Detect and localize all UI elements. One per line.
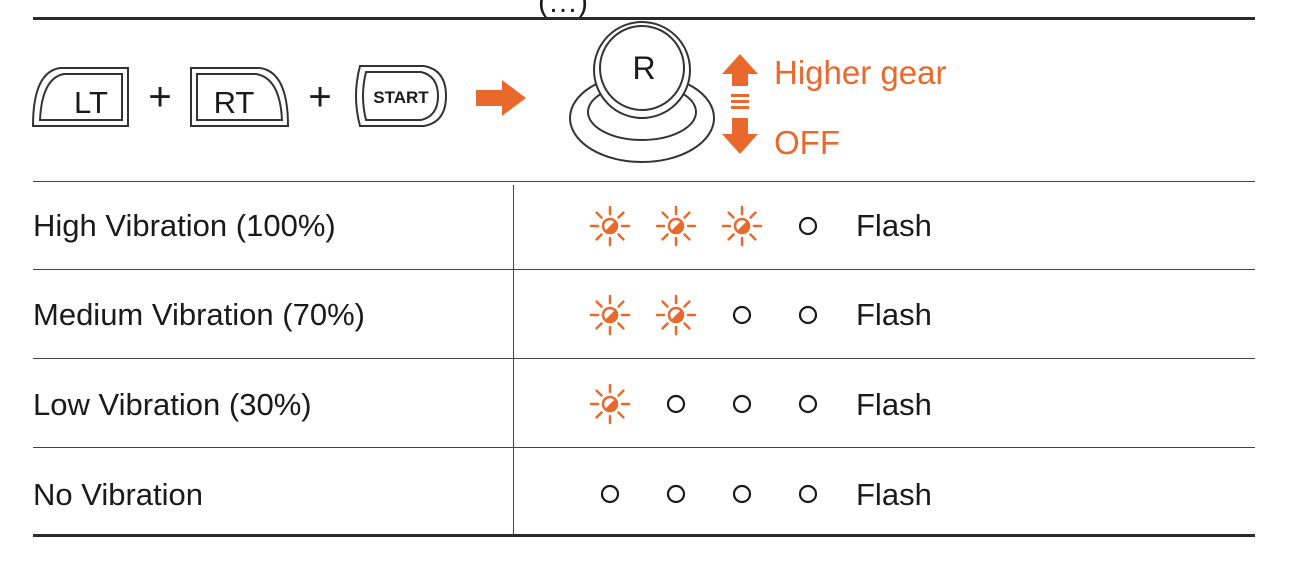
led-on-icon (589, 383, 631, 425)
led-on-icon (655, 294, 697, 336)
rt-button-icon: RT (190, 67, 290, 127)
row-divider-2 (33, 358, 1255, 359)
row-label: Low Vibration (30%) (33, 387, 312, 422)
row-state: Flash (856, 208, 932, 243)
clipped-header-text: (…) (538, 0, 588, 19)
top-rule (33, 17, 1255, 20)
lt-button-icon: LT (31, 67, 129, 127)
led-on-icon (589, 205, 631, 247)
led-off-icon (666, 484, 686, 504)
row-divider-3 (33, 447, 1255, 448)
row-label: No Vibration (33, 477, 204, 512)
rt-button-label: RT (214, 85, 255, 120)
led-off-icon (600, 484, 620, 504)
off-label: OFF (774, 124, 840, 161)
plus-sign-1: + (148, 75, 171, 119)
button-combo-illustration: LT + RT + START R (31, 21, 758, 163)
led-off-icon (798, 305, 818, 325)
right-arrow-icon (476, 80, 526, 116)
led-on-icon (589, 294, 631, 336)
stick-label: R (632, 50, 655, 86)
plus-sign-2: + (308, 75, 331, 119)
led-off-icon (798, 394, 818, 414)
start-button-label: START (373, 88, 429, 107)
led-off-icon (798, 216, 818, 236)
led-off-icon (666, 394, 686, 414)
higher-gear-label: Higher gear (774, 54, 947, 91)
row-label: Medium Vibration (70%) (33, 297, 365, 332)
table-bottom-rule (33, 534, 1255, 537)
column-divider (513, 185, 514, 535)
start-button-icon: START (355, 65, 448, 127)
led-off-icon (732, 305, 752, 325)
up-down-arrow-icon (722, 54, 758, 154)
led-on-icon (655, 205, 697, 247)
row-divider-1 (33, 269, 1255, 270)
table-top-rule (33, 181, 1255, 182)
row-label: High Vibration (100%) (33, 208, 336, 243)
led-off-icon (798, 484, 818, 504)
lt-button-label: LT (74, 85, 108, 120)
led-on-icon (721, 205, 763, 247)
row-state: Flash (856, 297, 932, 332)
row-state: Flash (856, 387, 932, 422)
row-state: Flash (856, 477, 932, 512)
led-off-icon (732, 394, 752, 414)
right-stick-icon: R (569, 21, 715, 163)
led-off-icon (732, 484, 752, 504)
